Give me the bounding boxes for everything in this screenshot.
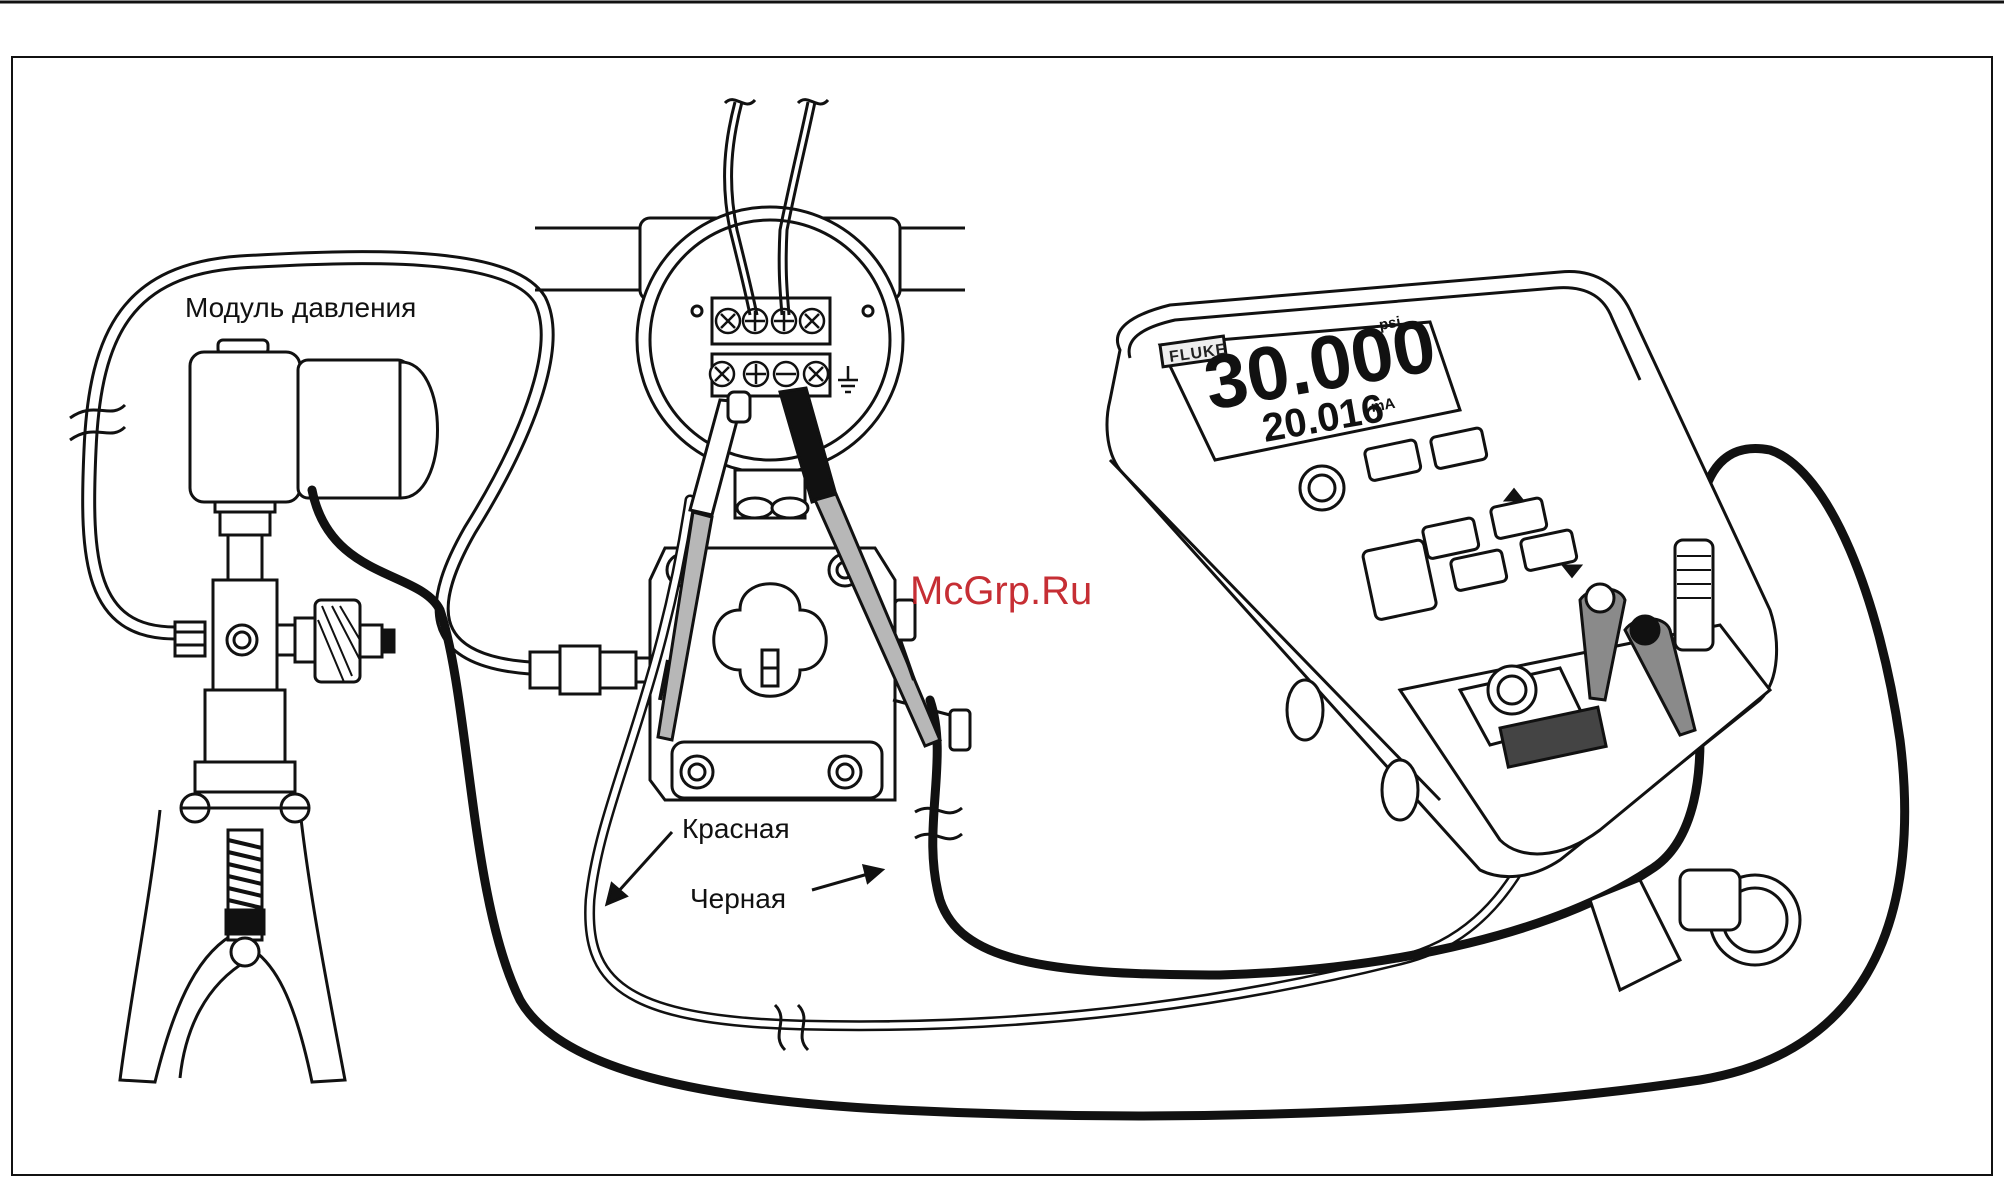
red-lead-arrow — [607, 832, 672, 904]
black-lead-label: Черная — [690, 883, 786, 914]
black-lead-break — [915, 808, 962, 839]
pressure-module-label: Модуль давления — [185, 292, 416, 323]
hand-pump — [120, 498, 394, 1082]
black-lead-arrow — [812, 866, 882, 890]
pressure-transmitter — [530, 207, 970, 800]
pressure-module — [190, 340, 438, 502]
red-lead-label: Красная — [682, 813, 790, 844]
watermark-text: McGrp.Ru — [910, 569, 1092, 613]
